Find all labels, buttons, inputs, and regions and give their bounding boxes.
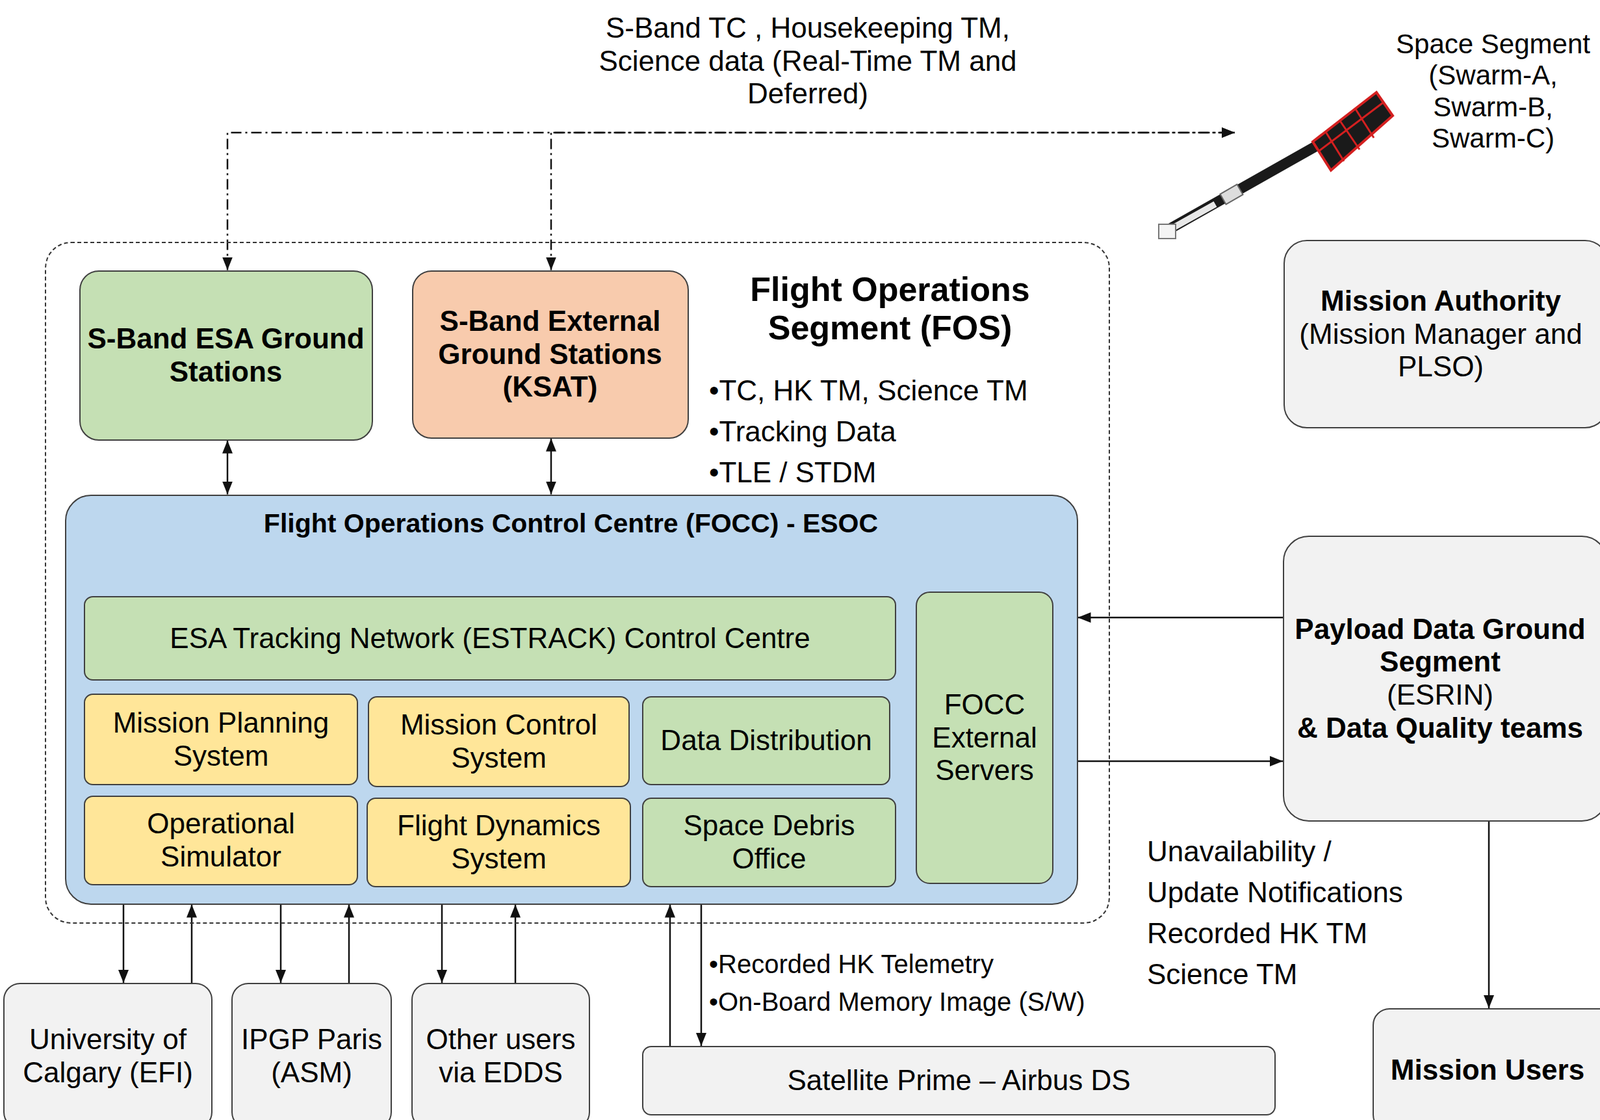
system-box: Flight Dynamics System [366,797,632,888]
system-box: Mission Planning System [83,693,359,786]
authority-box: Mission Authority(Mission Manager and PL… [1283,239,1600,429]
connector [514,904,517,984]
note-label: •TC, HK TM, Science TM [709,374,1029,408]
node-label: Satellite Prime – Airbus DS [787,1063,1131,1097]
note-label: •On-Board Memory Image (S/W) [709,986,1086,1017]
connector [550,438,553,495]
node-label: Mission Control System [375,708,622,775]
system-box: ESA Tracking Network (ESTRACK) Control C… [83,595,897,681]
node-label: FOCC External Servers [918,688,1051,788]
server-box: FOCC External Servers [915,591,1054,884]
node-label: & Data Quality teams [1297,711,1584,745]
node-label: IPGP Paris (ASM) [239,1022,385,1089]
node-label: Payload Data Ground Segment [1290,612,1590,679]
note-label: •Tracking Data [709,415,897,449]
ground-station-box: S-Band ESA Ground Stations [79,270,374,441]
note-label: •TLE / STDM [709,456,877,490]
node-label: S-Band External Ground Stations (KSAT) [419,304,682,404]
system-box: Space Debris Office [642,797,897,888]
node-label: Mission Planning System [91,706,351,773]
node-label: University of Calgary (EFI) [11,1022,205,1089]
node-label: Space Segment (Swarm-A, Swarm-B, Swarm-C… [1390,28,1596,155]
ground-segment-box: Payload Data Ground Segment(ESRIN)& Data… [1282,535,1600,822]
connector [280,904,283,984]
node-label: Other users via EDDS [419,1022,583,1089]
node-label: ESA Tracking Network (ESTRACK) Control C… [169,621,810,656]
satellite [1158,92,1393,239]
system-box: Mission Control System [367,696,630,788]
node-label: Space Debris Office [649,809,889,875]
note-label: Science TM [1147,957,1298,992]
note-label: Update Notifications [1147,876,1404,910]
node-label: Mission Authority [1320,284,1562,318]
satellite-body [1312,92,1393,171]
node-label: Data Distribution [660,723,872,758]
connector [700,904,703,1047]
node-label: (ESRIN) [1386,678,1494,712]
node-label: Flight Operations Control Centre (FOCC) … [64,508,1078,539]
connector [551,132,1235,271]
node-label: S-Band ESA Ground Stations [87,322,366,388]
system-box: Data Distribution [642,696,891,786]
connector [226,440,229,495]
node-label: Flight Dynamics System [374,809,624,875]
system-box: Operational Simulator [83,795,359,886]
connector [227,132,1235,271]
connector [122,904,125,984]
node-label: Operational Simulator [91,807,351,873]
connector [191,904,194,984]
connector [1078,760,1284,763]
connector [1078,616,1284,619]
note-label: Recorded HK TM [1147,916,1368,951]
segment-region: Flight Operations Segment (FOS) S-Band ES… [44,241,1110,924]
connector [348,904,351,984]
sensor [1220,184,1244,205]
node-label: Flight Operations Segment (FOS) [708,270,1073,349]
user-box: IPGP Paris (ASM) [231,982,392,1120]
connector [1488,821,1491,1008]
user-box: University of Calgary (EFI) [3,982,213,1120]
node-label: (Mission Manager and PLSO) [1291,317,1591,384]
edge-label: S-Band TC , Housekeeping TM, Science dat… [560,11,1055,111]
satellite-panel-grid [1319,102,1383,162]
sensor [1158,224,1176,239]
space-segment: Space Segment (Swarm-A, Swarm-B, Swarm-C… [1234,25,1596,247]
connector [441,904,444,984]
contractor-box: Satellite Prime – Airbus DS [642,1045,1276,1116]
user-box: Other users via EDDS [411,982,591,1120]
ground-station-box: S-Band External Ground Stations (KSAT) [412,270,689,439]
note-label: •Recorded HK Telemetry [709,948,994,979]
control-centre-box: Flight Operations Control Centre (FOCC) … [64,494,1079,905]
user-box: Mission Users [1372,1007,1600,1120]
node-label: Mission Users [1390,1053,1585,1087]
note-label: Unavailability / [1147,835,1332,869]
connector [669,904,672,1047]
